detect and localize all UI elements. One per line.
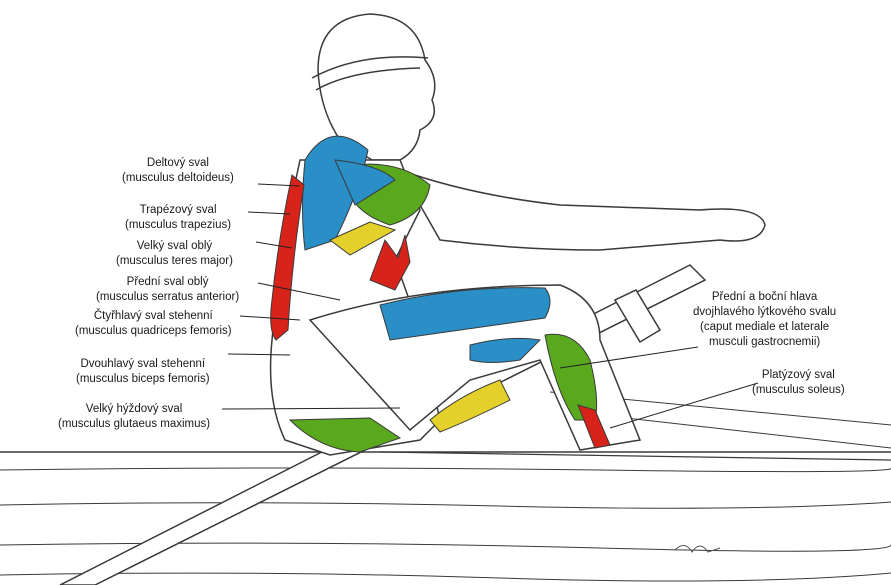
label-quadriceps-name: Čtyřhlavý sval stehenní (75, 309, 232, 324)
label-biceps-femoris-latin: (musculus biceps femoris) (76, 372, 210, 387)
label-gastrocnemius: Přední a boční hlava dvojhlavého lýtkové… (693, 290, 836, 350)
label-serratus-latin: (musculus serratus anterior) (96, 290, 239, 305)
label-teres-major-name: Velký sval oblý (116, 239, 233, 254)
label-biceps-femoris-name: Dvouhlavý sval stehenní (76, 357, 210, 372)
label-gluteus-name: Velký hýždový sval (58, 402, 210, 417)
label-deltoid: Deltový sval (musculus deltoideus) (122, 156, 234, 186)
label-biceps-femoris: Dvouhlavý sval stehenní (musculus biceps… (76, 357, 210, 387)
label-gluteus: Velký hýždový sval (musculus glutaeus ma… (58, 402, 210, 432)
label-quadriceps-latin: (musculus quadriceps femoris) (75, 324, 232, 339)
label-gastrocnemius-line1: Přední a boční hlava (693, 290, 836, 305)
label-gluteus-latin: (musculus glutaeus maximus) (58, 417, 210, 432)
label-serratus: Přední sval oblý (musculus serratus ante… (96, 275, 239, 305)
label-deltoid-latin: (musculus deltoideus) (122, 171, 234, 186)
label-trapezius: Trapézový sval (musculus trapezius) (125, 203, 231, 233)
label-gastrocnemius-line2: dvojhlavého lýtkového svalu (693, 305, 836, 320)
label-soleus-latin: (musculus soleus) (752, 383, 845, 398)
label-serratus-name: Přední sval oblý (96, 275, 239, 290)
label-deltoid-name: Deltový sval (122, 156, 234, 171)
artist-signature (675, 545, 720, 552)
label-quadriceps: Čtyřhlavý sval stehenní (musculus quadri… (75, 309, 232, 339)
label-trapezius-name: Trapézový sval (125, 203, 231, 218)
label-teres-major-latin: (musculus teres major) (116, 254, 233, 269)
label-teres-major: Velký sval oblý (musculus teres major) (116, 239, 233, 269)
label-soleus-name: Platýzový sval (752, 368, 845, 383)
label-gastrocnemius-line3: (caput mediale et laterale (693, 320, 836, 335)
label-soleus: Platýzový sval (musculus soleus) (752, 368, 845, 398)
label-trapezius-latin: (musculus trapezius) (125, 218, 231, 233)
label-gastrocnemius-line4: musculi gastrocnemii) (693, 335, 836, 350)
